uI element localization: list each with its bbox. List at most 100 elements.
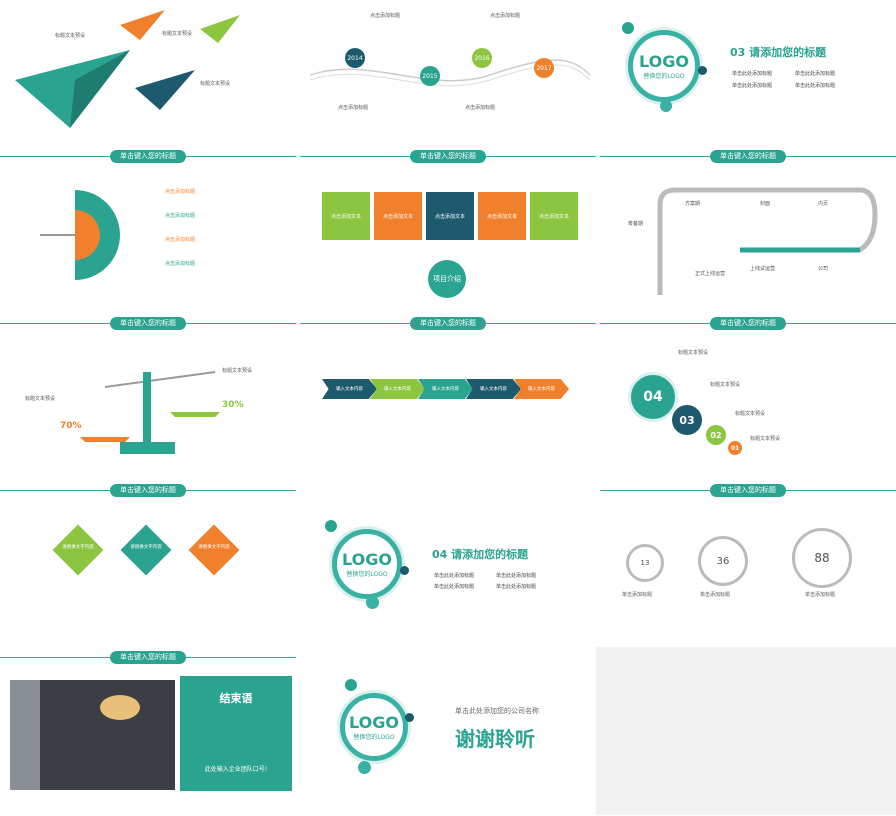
logo-circle: LOGO 替换您的LOGO bbox=[628, 30, 700, 102]
slide-process[interactable]: 单击键入您的标题 方案期 封面 内页 公司 上线试运营 正式上线运营 筹备期 bbox=[600, 150, 896, 315]
section-title: 03 请添加您的标题 bbox=[730, 46, 827, 59]
magnifier-circle: 13 bbox=[626, 544, 664, 582]
stat-caption: 单击添加标题 bbox=[622, 592, 653, 598]
band-title: 单击键入您的标题 bbox=[110, 651, 186, 664]
process-step: 筹备期 bbox=[628, 221, 644, 227]
band-title: 单击键入您的标题 bbox=[710, 150, 786, 163]
slide-planes[interactable]: 标题文本预设 标题文本预设 标题文本预设 bbox=[0, 0, 296, 165]
thanks-text: 谢谢聆听 bbox=[455, 727, 535, 751]
deco-dot bbox=[400, 566, 409, 575]
deco-dot bbox=[366, 596, 379, 609]
company-name: 单击此处添加您的公司名称 bbox=[455, 707, 539, 715]
office-photo bbox=[10, 680, 175, 790]
slide-logo-03[interactable]: LOGO 替换您的LOGO 03 请添加您的标题 单击此处添加标题 单击此处添加… bbox=[600, 0, 896, 165]
process-track bbox=[657, 187, 878, 295]
slide-logo-04[interactable]: LOGO 替换您的LOGO 04 请添加您的标题 单击此处添加标题 单击此处添加… bbox=[300, 484, 596, 649]
number-label: 标题文本预设 bbox=[678, 350, 709, 356]
plane-label: 标题文本预设 bbox=[200, 81, 231, 87]
bullet: 单击此处添加标题 bbox=[795, 83, 836, 89]
slide-balance[interactable]: 单击键入您的标题 70% 30% 标题文本预设 标题文本预设 bbox=[0, 317, 296, 482]
band-title: 单击键入您的标题 bbox=[110, 484, 186, 497]
balance-label: 标题文本预设 bbox=[222, 368, 253, 374]
section-title: 04 请添加您的标题 bbox=[432, 548, 529, 561]
number-circle: 03 bbox=[672, 405, 702, 435]
slide-magnifiers[interactable]: 单击键入您的标题 13 36 88 单击添加标题 单击添加标题 单击添加标题 bbox=[600, 484, 896, 649]
logo-sub: 替换您的LOGO bbox=[346, 570, 388, 578]
umbrella-label: 点击添加标题 bbox=[165, 261, 196, 267]
deco-dot bbox=[325, 520, 337, 532]
band-title: 单击键入您的标题 bbox=[710, 484, 786, 497]
slide-thanks[interactable]: LOGO 替换您的LOGO 单击此处添加您的公司名称 谢谢聆听 bbox=[300, 651, 596, 816]
bullet: 单击此处添加标题 bbox=[434, 573, 475, 579]
slide-umbrella[interactable]: 单击键入您的标题 点击添加标题 点击添加标题 点击添加标题 点击添加标题 bbox=[0, 150, 296, 315]
diamond-text: 请替换文字内容 bbox=[130, 545, 162, 550]
number-label: 标题文本预设 bbox=[750, 436, 781, 442]
umbrella-label: 点击添加标题 bbox=[165, 237, 196, 243]
year-marker: 2016 bbox=[472, 48, 492, 68]
slide-arrows[interactable]: 单击键入您的标题 输入文本内容 输入文本内容 输入文本内容 输入文本内容 输入文… bbox=[300, 317, 596, 482]
process-step: 方案期 bbox=[685, 201, 701, 207]
year-marker: 2014 bbox=[345, 48, 365, 68]
center-circle: 项目介绍 bbox=[428, 260, 466, 298]
text-box: 点击添加文本 bbox=[478, 192, 526, 240]
slide-numbers[interactable]: 单击键入您的标题 04 03 02 01 标题文本预设 标题文本预设 标题文本预… bbox=[600, 317, 896, 482]
band-title: 单击键入您的标题 bbox=[110, 150, 186, 163]
slide-closing[interactable]: 单击键入您的标题 结束语 此处输入企业团队口号! bbox=[0, 651, 296, 816]
umbrella-label: 点击添加标题 bbox=[165, 189, 196, 195]
stat-caption: 单击添加标题 bbox=[805, 592, 836, 598]
logo-sub: 替换您的LOGO bbox=[353, 733, 395, 741]
deco-dot bbox=[622, 22, 634, 34]
diamond-shape bbox=[52, 524, 104, 576]
percent-left: 70% bbox=[60, 421, 82, 431]
bullet: 单击此处添加标题 bbox=[496, 573, 537, 579]
arrow-step: 输入文本内容 bbox=[418, 379, 473, 399]
text-box: 点击添加文本 bbox=[426, 192, 474, 240]
closing-slogan: 此处输入企业团队口号! bbox=[204, 766, 268, 773]
number-circle: 01 bbox=[728, 441, 742, 455]
number-circle: 04 bbox=[628, 372, 678, 422]
umbrella-icon bbox=[40, 190, 120, 280]
band-title: 单击键入您的标题 bbox=[710, 317, 786, 330]
timeline-label: 点击添加标题 bbox=[370, 13, 401, 19]
arrow-step: 输入文本内容 bbox=[370, 379, 425, 399]
arrow-step: 输入文本内容 bbox=[514, 379, 569, 399]
closing-panel: 结束语 此处输入企业团队口号! bbox=[180, 676, 292, 791]
umbrella-label: 点击添加标题 bbox=[165, 213, 196, 219]
slide-diamonds[interactable]: 单击键入您的标题 请替换文字内容 请替换文字内容 请替换文字内容 bbox=[0, 484, 296, 649]
band-title: 单击键入您的标题 bbox=[410, 317, 486, 330]
paper-plane-icon bbox=[120, 10, 165, 40]
scale-icon bbox=[80, 371, 220, 454]
timeline-label: 点击添加标题 bbox=[490, 13, 521, 19]
bullet: 单击此处添加标题 bbox=[434, 584, 475, 590]
process-step: 内页 bbox=[818, 201, 829, 207]
year-marker: 2015 bbox=[420, 66, 440, 86]
deco-dot bbox=[358, 761, 371, 774]
magnifier-circle: 88 bbox=[792, 528, 852, 588]
slide-timeline[interactable]: 2014 2015 2016 2017 点击添加标题 点击添加标题 点击添加标题… bbox=[300, 0, 596, 165]
band-title: 单击键入您的标题 bbox=[110, 317, 186, 330]
magnifier-circle: 36 bbox=[698, 536, 748, 586]
diamond-text: 请替换文字内容 bbox=[198, 545, 230, 550]
diamond-shape bbox=[120, 524, 172, 576]
timeline-wave bbox=[310, 59, 590, 87]
deco-dot bbox=[345, 679, 357, 691]
balance-label: 标题文本预设 bbox=[25, 396, 56, 402]
stat-value: 36 bbox=[716, 555, 730, 567]
number-label: 标题文本预设 bbox=[710, 382, 741, 388]
logo-text: LOGO bbox=[349, 712, 399, 732]
logo-text: LOGO bbox=[639, 51, 689, 71]
number-circle: 02 bbox=[706, 425, 726, 445]
process-step: 公司 bbox=[818, 266, 829, 272]
paper-plane-icon bbox=[15, 50, 130, 128]
timeline-label: 点击添加标题 bbox=[338, 105, 369, 111]
percent-right: 30% bbox=[222, 400, 244, 410]
plane-label: 标题文本预设 bbox=[162, 31, 193, 37]
logo-circle: LOGO 替换您的LOGO bbox=[340, 693, 408, 761]
logo-sub: 替换您的LOGO bbox=[643, 72, 685, 80]
diamond-text: 请替换文字内容 bbox=[62, 545, 94, 550]
timeline-label: 点击添加标题 bbox=[465, 105, 496, 111]
slide-project[interactable]: 单击键入您的标题 点击添加文本 点击添加文本 点击添加文本 点击添加文本 点击添… bbox=[300, 150, 596, 315]
stat-caption: 单击添加标题 bbox=[700, 592, 731, 598]
process-step: 封面 bbox=[760, 201, 771, 207]
stat-value: 88 bbox=[814, 551, 830, 565]
